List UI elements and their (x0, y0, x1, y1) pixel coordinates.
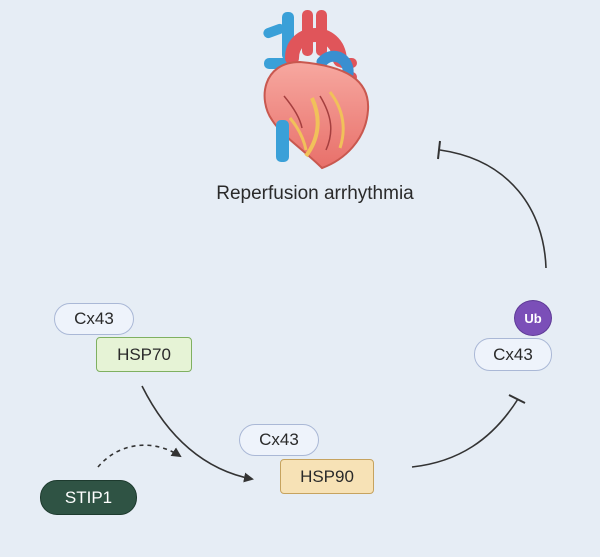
cx43-node-hsp70: Cx43 (54, 303, 134, 335)
ubiquitin-badge: Ub (514, 300, 552, 336)
inhibit-bar-cx43 (508, 394, 526, 404)
inhibit-cx43-to-arrhythmia (439, 149, 547, 269)
stip1-node: STIP1 (40, 480, 137, 515)
arrow-stip1-dashed (97, 444, 182, 468)
arrow-hsp70-to-hsp90 (141, 385, 254, 483)
hsp90-node: HSP90 (280, 459, 374, 494)
cx43-node-ubiquitinated: Cx43 (474, 338, 552, 371)
cx43-node-hsp90: Cx43 (239, 424, 319, 456)
hsp70-node: HSP70 (96, 337, 192, 372)
inhibit-hsp90-to-cx43 (411, 398, 519, 468)
heart-icon (263, 10, 370, 170)
inhibit-bar-arrhythmia (437, 140, 441, 160)
outcome-label: Reperfusion arrhythmia (216, 183, 414, 204)
